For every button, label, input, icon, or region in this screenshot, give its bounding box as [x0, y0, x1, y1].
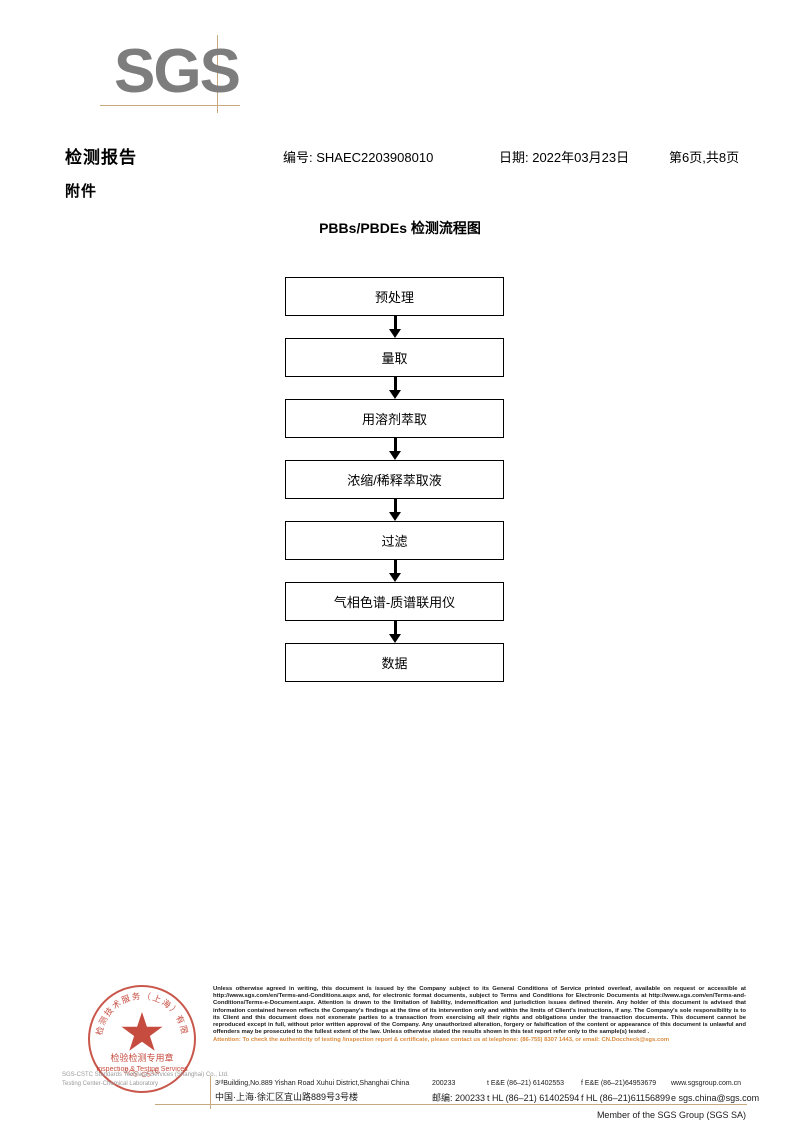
- flow-step-label: 用溶剂萃取: [285, 399, 504, 438]
- flow-step-7: 数据: [285, 643, 504, 682]
- flow-step-1: 预处理: [285, 277, 504, 316]
- address-tel-en: t E&E (86–21) 61402553: [487, 1080, 565, 1087]
- flow-arrow-4: [285, 499, 504, 521]
- flow-step-label: 量取: [285, 338, 504, 377]
- logo-rule-horizontal: [100, 105, 240, 106]
- flow-arrow-2: [285, 377, 504, 399]
- stamp-caption-line-1: SGS-CSTC Standards Technical Services (S…: [62, 1072, 229, 1078]
- stamp-caption: SGS-CSTC Standards Technical Services (S…: [62, 1071, 232, 1089]
- address-postcode-en: 200233: [432, 1080, 456, 1087]
- flow-step-2: 量取: [285, 338, 504, 377]
- logo-rule-vertical: [217, 35, 218, 113]
- flow-arrow-1: [285, 316, 504, 338]
- address-email: e sgs.china@sgs.com: [671, 1093, 760, 1103]
- address-website: www.sgsgroup.com.cn: [671, 1080, 742, 1087]
- logo-wordmark: SGS: [114, 37, 241, 106]
- address-block: 3ʳᵈBuilding,No.889 Yishan Road Xuhui Dis…: [215, 1076, 759, 1106]
- report-date: 日期: 2022年03月23日: [499, 150, 630, 165]
- flow-step-4: 浓缩/稀释萃取液: [285, 460, 504, 499]
- flow-step-label: 气相色谱-质谱联用仪: [285, 582, 504, 621]
- address-postcode-cn: 邮编: 200233: [432, 1093, 486, 1103]
- flow-arrow-6: [285, 621, 504, 643]
- stamp-line-2: Inspection & Testing Services: [96, 1066, 188, 1073]
- legal-attention: Attention: To check the authenticity of …: [213, 1037, 670, 1044]
- flow-step-5: 过滤: [285, 521, 504, 560]
- address-rule-vertical: [210, 1076, 211, 1109]
- stamp-caption-line-2: Testing Center-Chemical Laboratory: [62, 1081, 159, 1087]
- flow-step-label: 过滤: [285, 521, 504, 560]
- section-subtitle: 附件: [65, 183, 98, 200]
- svg-text:SGS-CSTC: SGS-CSTC: [122, 1067, 162, 1079]
- flow-arrow-3: [285, 438, 504, 460]
- document-header: 检测报告 编号: SHAEC2203908010 日期: 2022年03月23日…: [65, 143, 745, 167]
- report-number: 编号: SHAEC2203908010: [283, 150, 434, 165]
- legal-terms: Unless otherwise agreed in writing, this…: [213, 986, 746, 1045]
- page-indicator: 第6页,共8页: [669, 150, 740, 165]
- stamp-line-1: 检验检测专用章: [110, 1052, 173, 1064]
- flow-step-label: 预处理: [285, 277, 504, 316]
- address-street-en: 3ʳᵈBuilding,No.889 Yishan Road Xuhui Dis…: [215, 1080, 410, 1087]
- flow-step-label: 数据: [285, 643, 504, 682]
- flow-step-label: 浓缩/稀释萃取液: [285, 460, 504, 499]
- flowchart-title: PBBs/PBDEs 检测流程图: [319, 220, 481, 236]
- flow-step-6: 气相色谱-质谱联用仪: [285, 582, 504, 621]
- address-line-cn: 中国·上海·徐汇区宜山路889号3号楼 邮编: 200233 t HL (86–…: [215, 1091, 759, 1106]
- address-tel-cn: t HL (86–21) 61402594: [487, 1093, 580, 1103]
- address-street-cn: 中国·上海·徐汇区宜山路889号3号楼: [215, 1092, 359, 1102]
- footer-rule: [155, 1104, 747, 1105]
- address-line-en: 3ʳᵈBuilding,No.889 Yishan Road Xuhui Dis…: [215, 1076, 745, 1091]
- flowchart: 预处理 量取 用溶剂萃取 浓缩/稀释萃取液 过滤 气相色谱-质谱联用仪 数据: [285, 277, 504, 682]
- official-stamp: 检验检测技术服务（上海）有限公司 SGS-CSTC 检验检测专用章 Inspec…: [62, 985, 229, 1097]
- sgs-logo: SGS: [100, 35, 260, 115]
- member-line: Member of the SGS Group (SGS SA): [596, 1110, 746, 1120]
- stamp-ring: [88, 985, 196, 1093]
- flow-arrow-5: [285, 560, 504, 582]
- legal-paragraph: Unless otherwise agreed in writing, this…: [213, 986, 746, 1036]
- address-fax-cn: f HL (86–21)61156899: [581, 1093, 671, 1103]
- stamp-graphics: 检验检测技术服务（上海）有限公司 SGS-CSTC 检验检测专用章 Inspec…: [88, 985, 188, 1079]
- page-title: 检测报告: [65, 148, 137, 167]
- flow-step-3: 用溶剂萃取: [285, 399, 504, 438]
- star-icon: [121, 1012, 163, 1051]
- address-fax-en: f E&E (86–21)64953679: [581, 1080, 657, 1087]
